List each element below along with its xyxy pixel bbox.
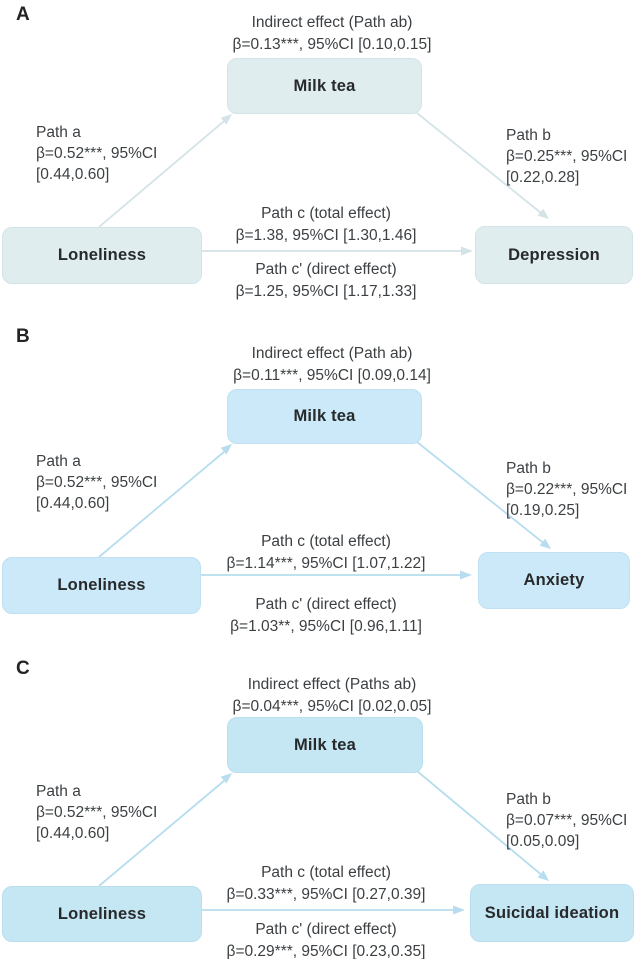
predictor-label: Loneliness	[57, 246, 147, 264]
path-a-ci: [0.44,0.60]	[36, 166, 110, 183]
path-b-arrowhead-icon	[537, 208, 549, 219]
mediator-box: Milk tea	[227, 389, 422, 444]
direct-effect-annotation: Path c' (direct effect) β=1.03**, 95%CI …	[146, 594, 506, 637]
path-b-beta: β=0.25***, 95%CI	[506, 148, 628, 165]
path-b-beta: β=0.22***, 95%CI	[506, 481, 628, 498]
path-a-arrowhead-icon	[220, 444, 232, 455]
path-b-arrow	[416, 770, 542, 875]
panel-letter: B	[16, 326, 30, 347]
indirect-effect-title: Indirect effect (Paths ab)	[247, 676, 417, 693]
predictor-label: Loneliness	[57, 904, 147, 923]
mediator-box: Milk tea	[227, 717, 423, 773]
direct-effect-name: Path c' (direct effect)	[255, 261, 397, 278]
outcome-box: Anxiety	[478, 552, 630, 609]
path-a-arrow	[98, 120, 225, 228]
path-a-name: Path a	[36, 783, 81, 800]
path-b-arrow	[416, 441, 544, 544]
path-a-name: Path a	[36, 124, 81, 141]
path-a-beta: β=0.52***, 95%CI	[36, 804, 158, 821]
path-a-arrow	[98, 450, 225, 558]
path-b-arrowhead-icon	[539, 538, 551, 549]
indirect-effect-block: Indirect effect (Path ab) β=0.11***, 95%…	[152, 343, 512, 387]
panel-b-arrows	[98, 441, 551, 580]
total-effect-beta: β=1.14***, 95%CI [1.07,1.22]	[226, 554, 426, 572]
indirect-effect-title: Indirect effect (Path ab)	[251, 345, 413, 362]
path-a-beta: β=0.52***, 95%CI	[36, 145, 158, 162]
total-effect-name: Path c (total effect)	[261, 205, 391, 222]
direct-effect-beta: β=1.03**, 95%CI [0.96,1.11]	[230, 617, 422, 635]
total-effect-arrowhead-icon	[461, 246, 473, 256]
direct-effect-beta: β=0.29***, 95%CI [0.23,0.35]	[226, 942, 426, 959]
predictor-box: Loneliness	[2, 886, 202, 942]
direct-effect-beta: β=1.25, 95%CI [1.17,1.33]	[235, 282, 417, 300]
indirect-effect-block: Indirect effect (Paths ab) β=0.04***, 95…	[152, 674, 512, 718]
outcome-label: Suicidal ideation	[484, 903, 620, 922]
mediator-label: Milk tea	[293, 76, 356, 95]
mediator-label: Milk tea	[293, 407, 356, 425]
path-b-annotation: Path b β=0.22***, 95%CI [0.19,0.25]	[506, 458, 627, 521]
path-a-annotation: Path a β=0.52***, 95%CI [0.44,0.60]	[36, 781, 157, 844]
outcome-box: Depression	[475, 226, 633, 284]
outcome-label: Anxiety	[523, 571, 585, 589]
predictor-label: Loneliness	[57, 576, 146, 594]
path-a-beta: β=0.52***, 95%CI	[36, 474, 158, 491]
path-b-ci: [0.22,0.28]	[506, 169, 580, 186]
panel-b: B Indirect effect (Path ab) β=0.11***, 9…	[0, 320, 640, 650]
path-b-arrow	[416, 112, 542, 214]
indirect-effect-block: Indirect effect (Path ab) β=0.13***, 95%…	[152, 12, 512, 56]
path-a-ci: [0.44,0.60]	[36, 825, 110, 842]
total-effect-beta: β=0.33***, 95%CI [0.27,0.39]	[226, 885, 426, 903]
outcome-box: Suicidal ideation	[470, 884, 634, 942]
indirect-effect-value: β=0.13***, 95%CI [0.10,0.15]	[232, 36, 432, 53]
path-a-annotation: Path a β=0.52***, 95%CI [0.44,0.60]	[36, 451, 157, 514]
path-b-ci: [0.05,0.09]	[506, 833, 580, 850]
path-b-name: Path b	[506, 127, 551, 144]
panel-a: A Indirect effect (Path ab) β=0.13***, 9…	[0, 0, 640, 320]
path-b-beta: β=0.07***, 95%CI	[506, 812, 628, 829]
path-b-name: Path b	[506, 791, 551, 808]
panel-c: C Indirect effect (Paths ab) β=0.04***, …	[0, 650, 640, 959]
path-a-arrow	[98, 779, 225, 887]
path-a-arrowhead-icon	[220, 114, 232, 125]
outcome-label: Depression	[508, 245, 600, 264]
path-a-arrowhead-icon	[220, 773, 232, 784]
indirect-effect-value: β=0.11***, 95%CI [0.09,0.14]	[233, 367, 431, 384]
direct-effect-name: Path c' (direct effect)	[255, 596, 397, 613]
total-effect-arrowhead-icon	[453, 905, 465, 915]
path-b-annotation: Path b β=0.07***, 95%CI [0.05,0.09]	[506, 789, 627, 852]
total-effect-name: Path c (total effect)	[261, 864, 391, 881]
path-b-name: Path b	[506, 460, 551, 477]
panel-a-arrows	[98, 112, 549, 256]
direct-effect-annotation: Path c' (direct effect) β=1.25, 95%CI [1…	[146, 259, 506, 302]
path-a-annotation: Path a β=0.52***, 95%CI [0.44,0.60]	[36, 122, 157, 185]
total-effect-annotation: Path c (total effect) β=1.14***, 95%CI […	[146, 531, 506, 574]
total-effect-annotation: Path c (total effect) β=1.38, 95%CI [1.3…	[146, 203, 506, 246]
total-effect-annotation: Path c (total effect) β=0.33***, 95%CI […	[146, 862, 506, 905]
path-b-arrowhead-icon	[537, 870, 549, 881]
direct-effect-name: Path c' (direct effect)	[255, 921, 397, 938]
path-a-name: Path a	[36, 453, 81, 470]
indirect-effect-value: β=0.04***, 95%CI [0.02,0.05]	[232, 698, 432, 715]
indirect-effect-title: Indirect effect (Path ab)	[251, 14, 413, 31]
mediator-label: Milk tea	[293, 735, 357, 754]
path-b-ci: [0.19,0.25]	[506, 502, 580, 519]
panel-letter: C	[16, 658, 30, 679]
direct-effect-annotation: Path c' (direct effect) β=0.29***, 95%CI…	[146, 919, 506, 959]
predictor-box: Loneliness	[2, 227, 202, 284]
total-effect-beta: β=1.38, 95%CI [1.30,1.46]	[235, 226, 417, 244]
mediator-box: Milk tea	[227, 58, 422, 114]
panel-c-arrows	[98, 770, 549, 915]
panel-letter: A	[16, 4, 30, 25]
path-a-ci: [0.44,0.60]	[36, 495, 110, 512]
path-b-annotation: Path b β=0.25***, 95%CI [0.22,0.28]	[506, 125, 627, 188]
total-effect-name: Path c (total effect)	[261, 533, 391, 550]
total-effect-arrowhead-icon	[460, 570, 472, 580]
predictor-box: Loneliness	[2, 557, 201, 614]
